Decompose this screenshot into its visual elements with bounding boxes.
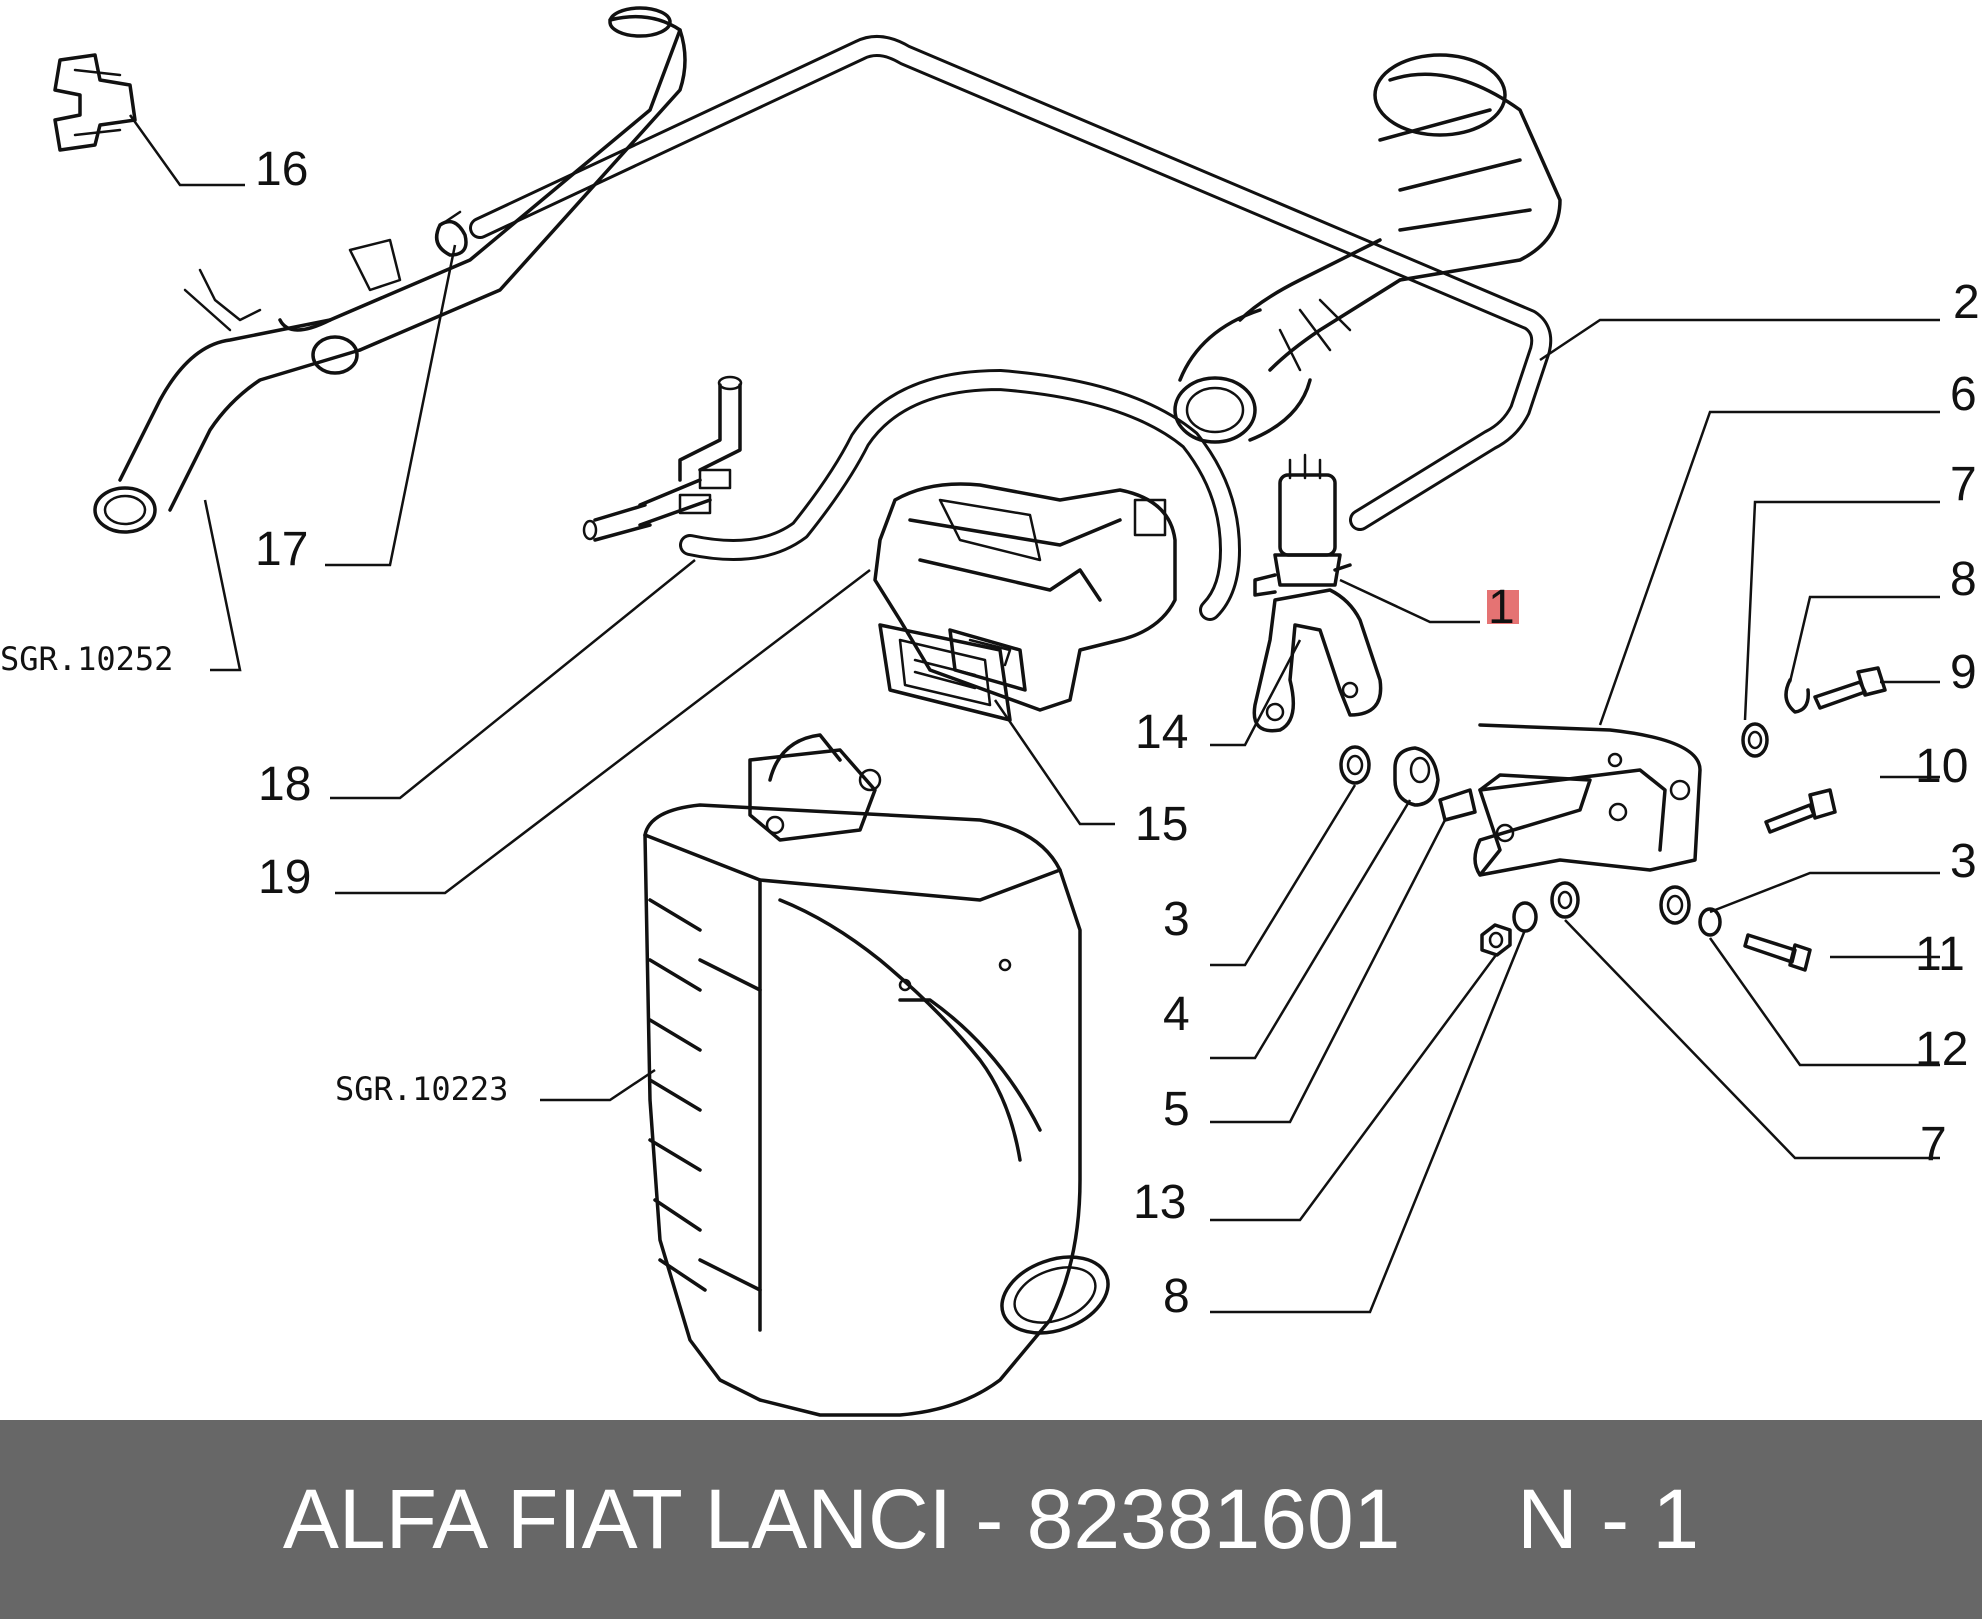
- air-intake-duct: [1173, 53, 1562, 444]
- main-vacuum-hose: [469, 35, 1553, 531]
- throttle-body-19: [873, 482, 1177, 712]
- callout-17: 17: [255, 523, 308, 576]
- part-number-title: ALFA FIAT LANCI - 82381601 N - 1: [282, 1472, 1700, 1566]
- callout-1: 1: [1488, 581, 1515, 634]
- callout-3-center: 3: [1163, 893, 1190, 946]
- callout-8-bottom: 8: [1163, 1270, 1190, 1323]
- vacuum-valve-1: [1253, 453, 1352, 597]
- support-bracket-6: [1473, 723, 1702, 877]
- callout-9: 9: [1950, 646, 1977, 699]
- air-filter-box: [643, 733, 1110, 1417]
- callout-15: 15: [1135, 798, 1188, 851]
- gasket-15: [878, 623, 1012, 722]
- callout-19: 19: [258, 851, 311, 904]
- callout-7-bottom: 7: [1920, 1118, 1947, 1171]
- callout-4: 4: [1163, 988, 1190, 1041]
- callout-10: 10: [1915, 740, 1968, 793]
- callout-3-right: 3: [1950, 835, 1977, 888]
- callout-13: 13: [1133, 1176, 1186, 1229]
- callout-12: 12: [1915, 1023, 1968, 1076]
- exploded-parts-diagram: 1 2 6 7 8 9 10 3 11 12 7 16 17 18 19 14 …: [0, 6, 1980, 1417]
- callout-8-top: 8: [1950, 553, 1977, 606]
- callout-6: 6: [1950, 368, 1977, 421]
- leader-lines: [128, 114, 1940, 1314]
- callout-16: 16: [255, 143, 308, 196]
- callout-labels: 1 2 6 7 8 9 10 3 11 12 7 16 17 18 19 14 …: [0, 143, 1980, 1323]
- vacuum-hose-18: [679, 369, 1241, 621]
- callout-14: 14: [1135, 706, 1188, 759]
- footer-banner: ALFA FIAT LANCI - 82381601 N - 1: [0, 1420, 1982, 1619]
- coolant-pipe: [93, 6, 687, 534]
- callout-5: 5: [1163, 1083, 1190, 1136]
- callout-2: 2: [1953, 276, 1980, 329]
- valve-bracket-14: [1252, 588, 1383, 733]
- hose-clamp-17: [434, 210, 468, 257]
- hose-clip-16: [53, 53, 137, 152]
- callout-18: 18: [258, 758, 311, 811]
- callout-11: 11: [1915, 928, 1965, 981]
- callout-7-top: 7: [1950, 458, 1977, 511]
- reference-sgr-10223: SGR.10223: [335, 1070, 508, 1108]
- tee-fittings: [582, 375, 743, 542]
- reference-sgr-10252: SGR.10252: [0, 640, 173, 678]
- callout-1-highlight: [1487, 590, 1519, 624]
